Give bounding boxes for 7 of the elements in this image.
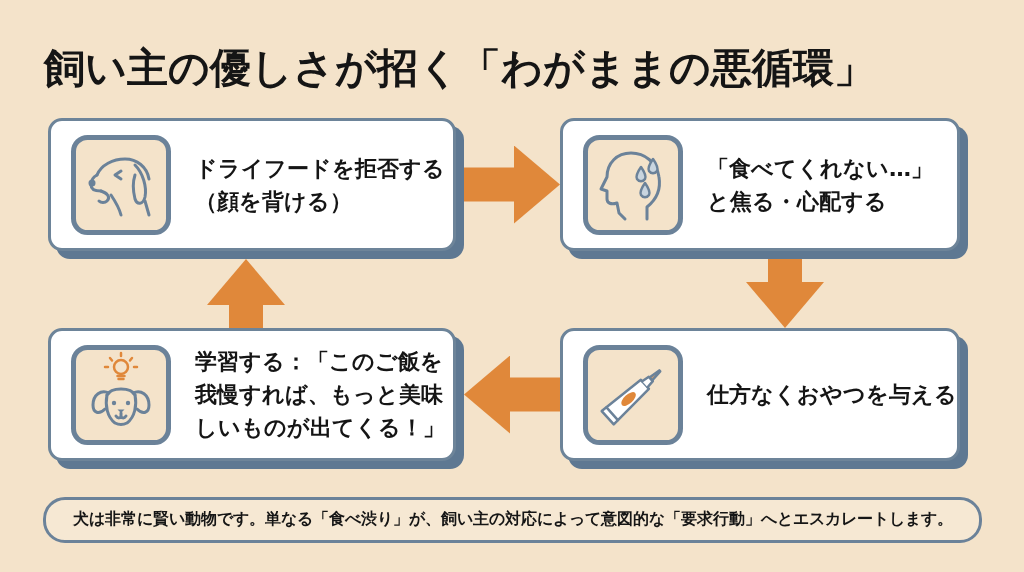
step-text: ドライフードを拒否する（顔を背ける） [195, 154, 445, 216]
step-text: 仕方なくおやつを与える [707, 381, 957, 409]
title: 飼い主の優しさが招く「わがままの悪循環」 [44, 48, 875, 89]
step-text: 学習する：「このご飯を我慢すれば、もっと美味しいものが出てくる！」 [195, 348, 445, 442]
step-text: 「食べてくれない…」と焦る・心配する [707, 154, 934, 216]
note-box [43, 497, 982, 543]
note-text: 犬は非常に賢い動物です。単なる「食べ渋り」が、飼い主の対応によって意図的な「要求行動」へとエスカレートします。 [72, 510, 953, 530]
